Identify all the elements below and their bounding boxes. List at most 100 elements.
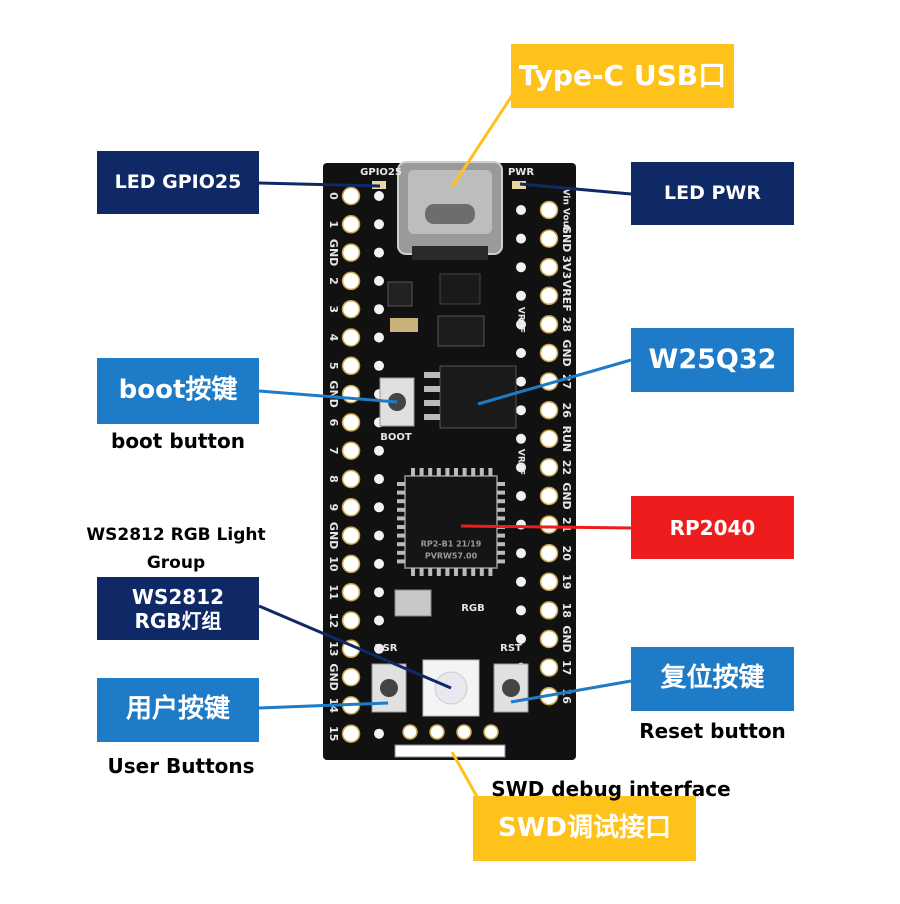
callout-w25q32: W25Q32 [631, 328, 794, 392]
rp2040-pin [397, 559, 405, 564]
flash-pin [424, 414, 440, 420]
rp2040-pin [397, 499, 405, 504]
diode [387, 281, 413, 307]
pin-label-left: 0 [327, 192, 340, 200]
rp2040-pin [471, 468, 476, 476]
pin-label-right: GND [560, 625, 573, 652]
label-boot: BOOT [380, 432, 412, 443]
rp2040-pin [497, 482, 505, 486]
inner-pad-left [374, 304, 384, 315]
pin-pad-left [341, 243, 361, 262]
rp2040-pin [497, 516, 505, 521]
inner-pad-right [516, 262, 526, 273]
pin-pad-right [539, 200, 559, 220]
rp2040-pin [436, 568, 441, 576]
inner-pad-left [374, 275, 384, 286]
rp2040-pin [471, 568, 476, 576]
pin-pad-left [341, 611, 361, 630]
pin-pad-left [341, 299, 361, 319]
pin-label-left: 7 [327, 447, 340, 455]
rp2040-chip [404, 475, 498, 569]
swd-header [394, 744, 506, 758]
pin-label-right: GND [560, 225, 573, 252]
caption-ws2812: WS2812 RGB Light Group [86, 525, 266, 573]
pin-pad-left [341, 667, 361, 687]
pin-pad-right [539, 515, 559, 534]
usb-c-port [425, 204, 475, 224]
flash-pin [424, 372, 440, 378]
pin-pad-right [539, 572, 559, 592]
leader-w25q32 [477, 358, 632, 406]
pin-label-left: 4 [327, 334, 340, 342]
rp2040-pin [397, 533, 405, 538]
label-vref-mid: VREF [516, 449, 526, 475]
pin-pad-right [539, 229, 559, 248]
pin-label-left: 3 [327, 305, 340, 313]
leader-user [258, 701, 389, 710]
pin-pad-right [539, 429, 559, 449]
rp2040-pin [497, 559, 505, 564]
rst-switch-knob [502, 679, 520, 697]
pin-label-left: 12 [327, 613, 340, 628]
pin-pad-left [341, 441, 361, 460]
pin-label-right: GND [560, 339, 573, 366]
pin-label-right: 21 [560, 517, 573, 532]
label-vref-top: VREF [516, 307, 526, 333]
pin-pad-right [539, 315, 559, 334]
rp2040-pin [497, 499, 505, 504]
swd-pad [456, 724, 472, 740]
pin-pad-left [341, 215, 361, 234]
pin-label-right: 19 [560, 574, 573, 589]
pin-pad-left [341, 271, 361, 291]
pin-label-left: 9 [327, 503, 340, 511]
pin-label-right: 26 [560, 403, 573, 419]
inner-pad-left [374, 728, 384, 739]
callout-type-c-usb: Type-C USB口 [511, 44, 734, 108]
board-layer: 01GND2345GND6789GND10111213GND1415Vin Vo… [323, 161, 576, 760]
pin-label-right: 18 [560, 603, 573, 618]
inner-pad-left [374, 332, 384, 343]
rp2040-pin [445, 568, 450, 576]
label-rgb: RGB [461, 603, 485, 614]
inner-pad-left [374, 587, 384, 598]
pin-label-left: 15 [327, 726, 340, 741]
pin-label-left: GND [327, 380, 340, 407]
inner-pad-right [516, 548, 526, 559]
pin-pad-left [341, 526, 361, 545]
rp2040-pin [462, 568, 467, 576]
rp2040-pin [479, 468, 484, 476]
label-rst: RST [500, 643, 522, 654]
led-pwr [512, 181, 526, 189]
rp2040-pin [411, 468, 415, 476]
pin-pad-right [539, 286, 559, 306]
rp2040-pin [488, 468, 493, 476]
mosfet [437, 315, 485, 347]
swd-pad [429, 724, 445, 740]
rp2040-pin [428, 468, 433, 476]
leader-type-c [450, 93, 515, 188]
leader-led-gpio25 [258, 181, 381, 188]
rp2040-pin [419, 568, 424, 576]
leader-led-pwr [519, 182, 632, 196]
caption-swd-interface: SWD debug interface [491, 777, 731, 801]
rp2040-pin [497, 542, 505, 547]
resistor [390, 318, 418, 332]
label-usr: USR [374, 643, 397, 654]
rp2040-pin [411, 568, 415, 576]
callout-user-buttons: 用户按键 [97, 678, 259, 742]
leader-boot [258, 389, 398, 404]
inner-pad-right [516, 233, 526, 244]
leader-layer [258, 93, 632, 821]
inner-pad-left [374, 247, 384, 258]
pin-pad-left [341, 413, 361, 432]
inner-pad-right [516, 205, 526, 215]
inner-pad-right [516, 290, 526, 301]
inner-pad-right [516, 433, 526, 444]
callout-swd-interface: SWD调试接口 [473, 796, 696, 861]
pin-pad-right [539, 629, 559, 649]
swd-pad [402, 724, 418, 740]
inner-pad-right [516, 491, 526, 501]
pin-label-right: RUN [560, 425, 573, 452]
pin-label-left: 11 [327, 585, 340, 600]
